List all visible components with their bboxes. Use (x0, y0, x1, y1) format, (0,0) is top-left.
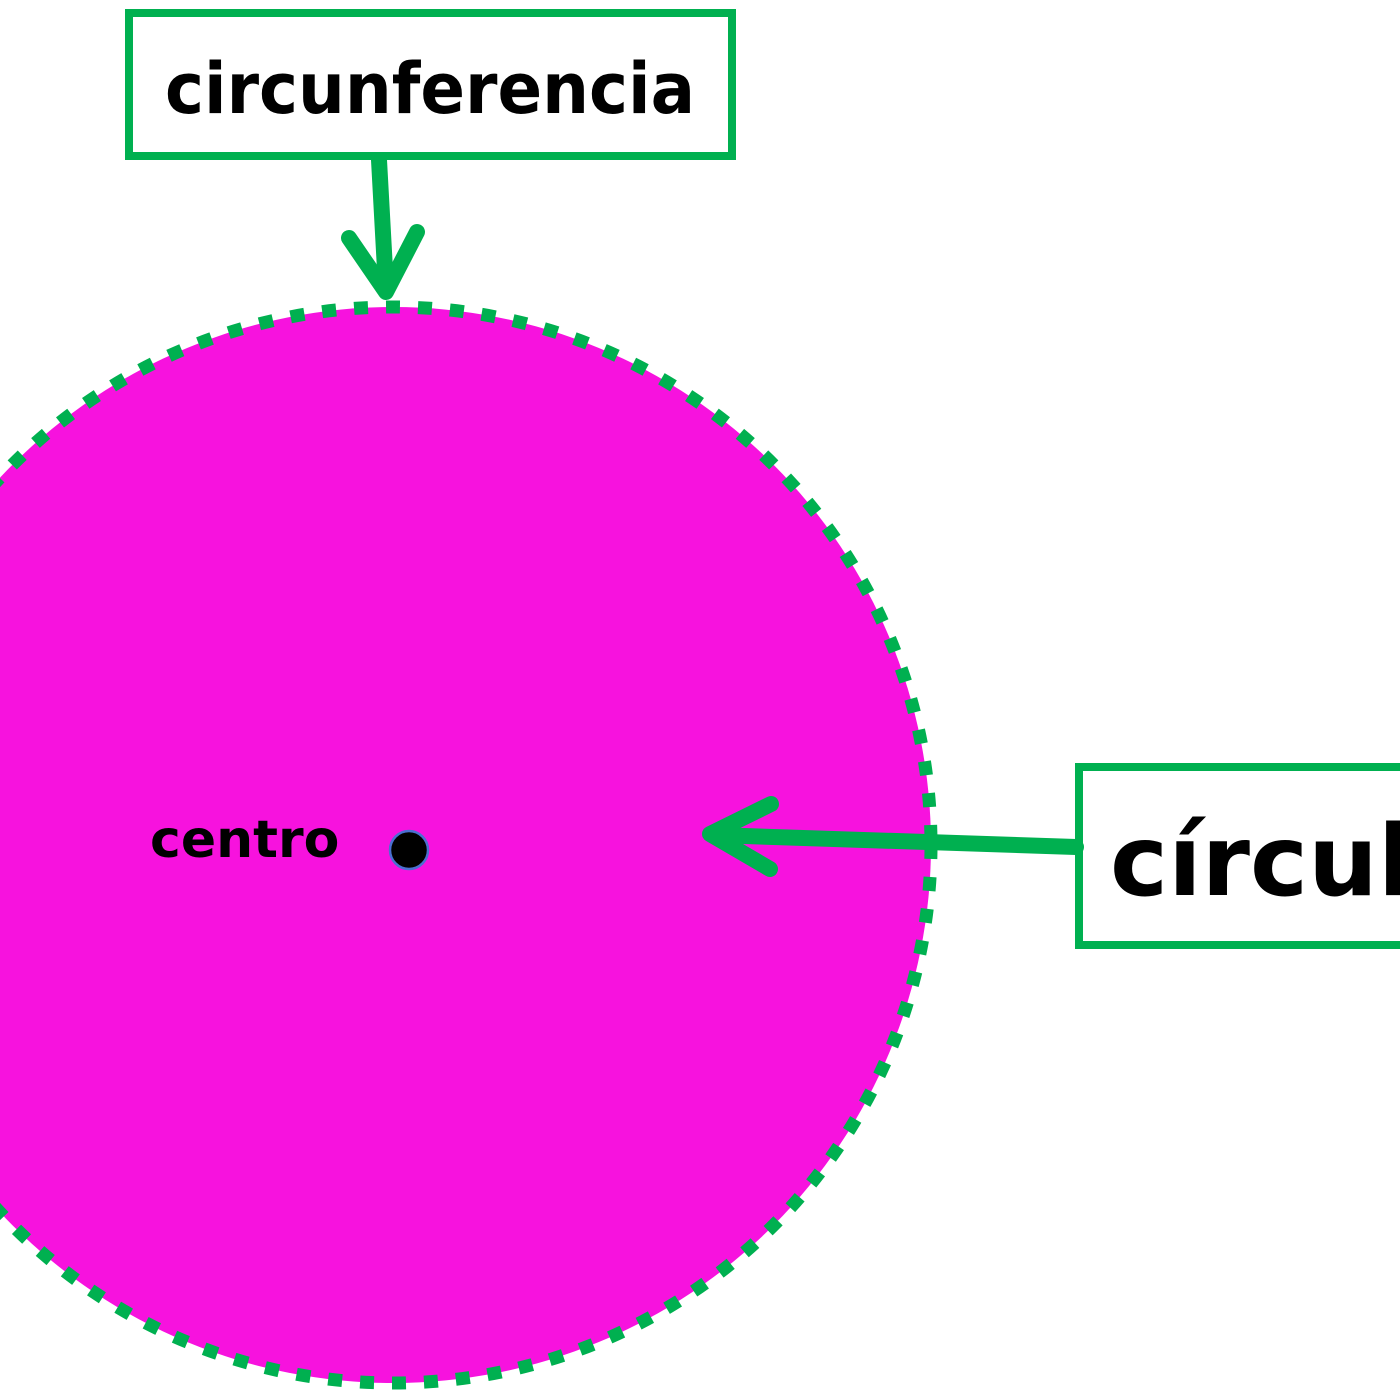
circulo-label-box (1075, 763, 1400, 949)
centro-label: centro (150, 810, 339, 870)
center-point (388, 829, 430, 871)
circunferencia-arrow (341, 152, 425, 300)
circunferencia-label-box (125, 9, 736, 160)
circulo-label: círculo (1110, 805, 1400, 919)
circunferencia-label: circunferencia (165, 48, 695, 130)
circulo-arrow (702, 796, 1084, 877)
